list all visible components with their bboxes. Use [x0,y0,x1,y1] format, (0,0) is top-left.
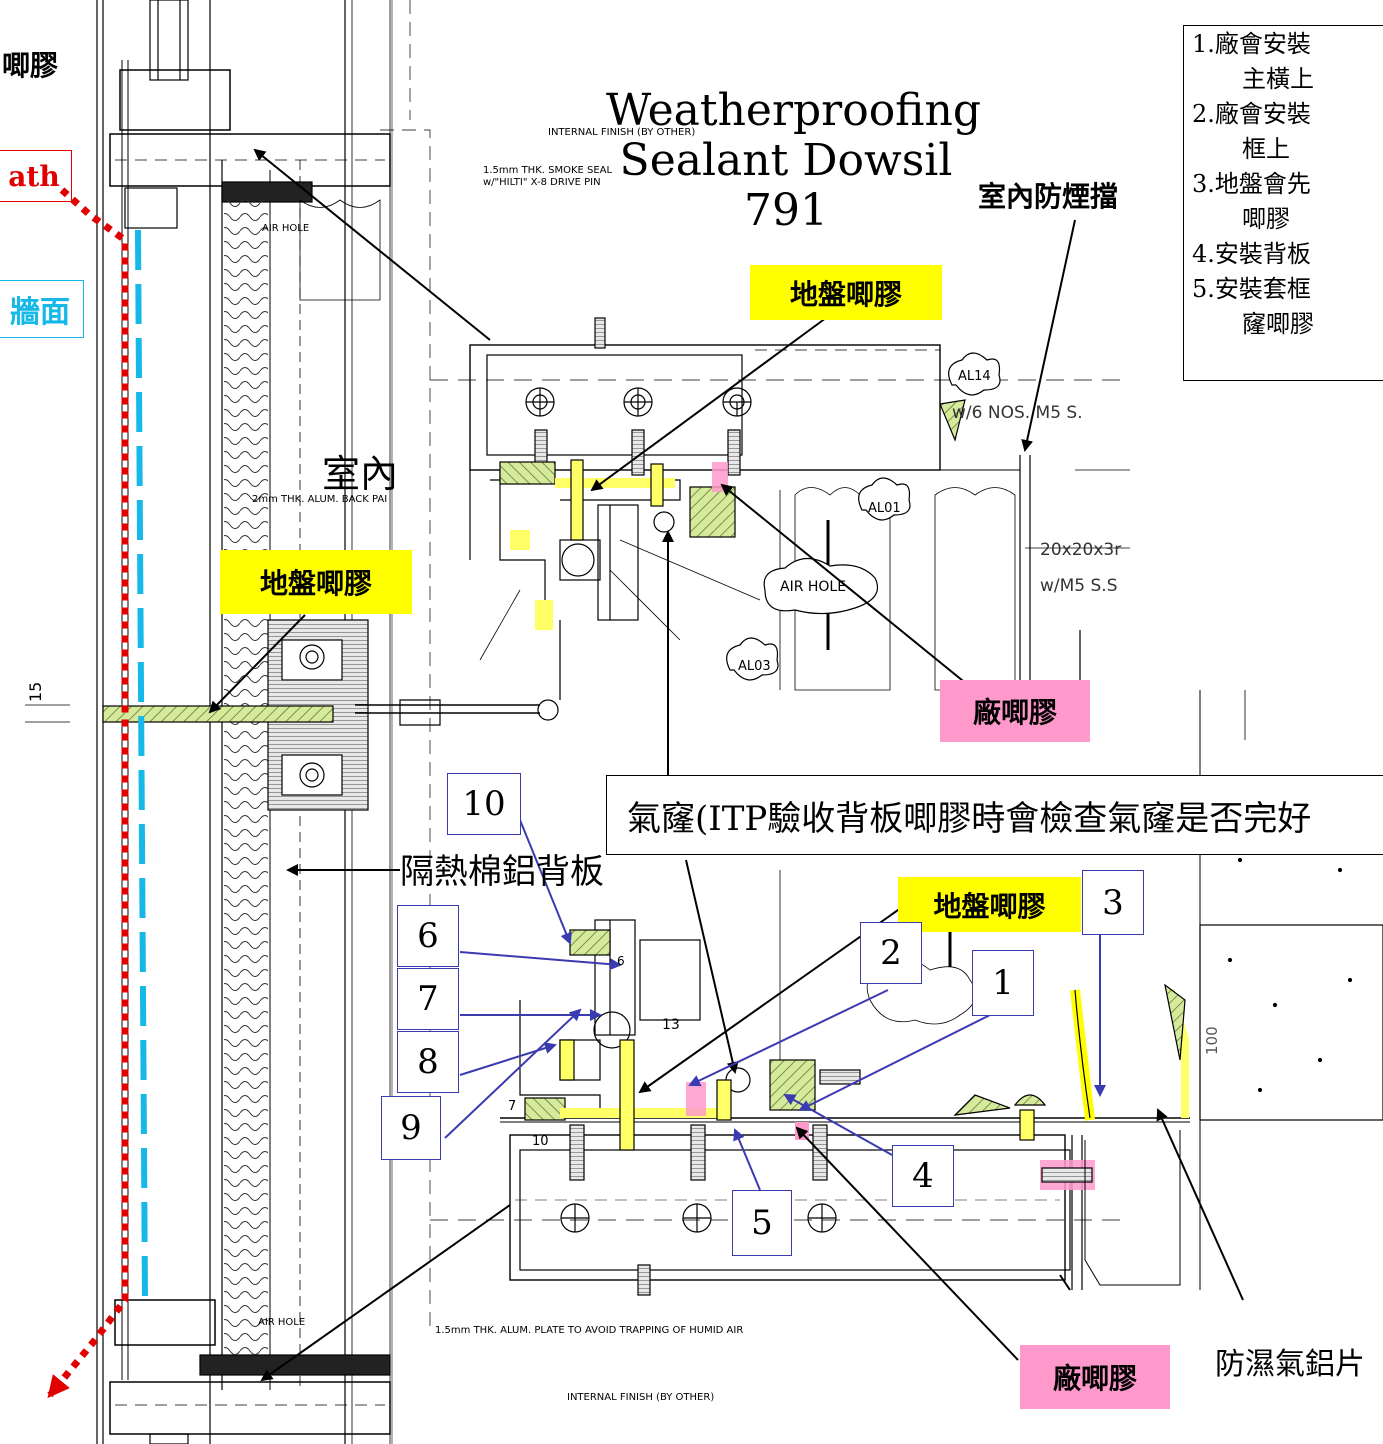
path-label-box: ath [0,150,72,202]
note-line: 唧膠 [1242,205,1290,233]
weatherproofing-line-2: Sealant Dowsil [619,135,953,186]
dim-15: 15 [26,681,45,702]
tag-al14: AL14 [958,369,991,384]
moisture-foil-label: 防濕氣鋁片 [1215,1347,1365,1382]
internal-finish-bottom: INTERNAL FINISH (BY OTHER) [567,1392,715,1403]
note-line: 框上 [1242,135,1290,163]
weatherproofing-line-3: 791 [744,185,828,236]
glass-line [135,229,148,1301]
installation-notes: 1.廠會安裝主橫上 2.廠會安裝框上 3.地盤會先唧膠 4.安裝背板 5.安裝套框窿唧膠 [1183,25,1383,381]
indoor-smoke-barrier-label: 室內防煙擋 [978,180,1119,213]
angle-note-2: w/M5 S.S [1040,576,1118,596]
weatherproofing-label: Weatherproofing Sealant Dowsil 791 [606,85,982,236]
dim-13: 13 [662,1017,680,1033]
air-hole-tag: AIR HOLE [262,223,310,234]
callout-8: 8 [397,1031,459,1093]
air-hole-tag-2: AIR HOLE [780,579,847,595]
facade-vertical-section [25,0,559,1444]
insulation-backpanel-label: 隔熱棉鋁背板 [400,852,604,892]
note-line: 1.廠會安裝 [1192,30,1311,58]
indoor-label: 室內 [322,452,399,496]
dim-10: 10 [532,1134,549,1149]
note-line: 主橫上 [1242,65,1314,93]
air-void-note-box: 氣窿(ITP驗收背板唧膠時會檢查氣窿是否完好 [606,775,1383,855]
factory-sealant-label-bottom: 廠唧膠 [1020,1345,1170,1409]
screws-note: w/6 NOS. M5 S. [952,403,1083,423]
dim-6: 6 [617,954,625,968]
air-hole-bottom: AIR HOLE [258,1317,306,1328]
note-line: 2.廠會安裝 [1192,100,1311,128]
callout-3: 3 [1082,870,1144,935]
dim-100: 100 [1203,1026,1221,1055]
callout-2: 2 [860,922,922,984]
site-sealant-label-bottom: 地盤唧膠 [898,877,1081,932]
callout-6: 6 [397,905,459,967]
callout-5: 5 [732,1190,792,1256]
site-sealant-label-left: 地盤唧膠 [220,550,412,614]
drainage-path [47,187,129,1399]
smoke-seal-note-1: 1.5mm THK. SMOKE SEAL [483,165,613,176]
alum-plate-note: 1.5mm THK. ALUM. PLATE TO AVOID TRAPPING… [435,1325,744,1336]
weatherproofing-line-1: Weatherproofing [606,85,982,136]
facade-label-box: 牆面 [0,280,84,338]
callout-arrows [444,819,1106,1191]
transom-detail-top [430,317,1130,700]
factory-sealant-label-top: 廠唧膠 [940,680,1090,742]
note-line: 窿唧膠 [1242,310,1314,338]
dim-7: 7 [508,1099,517,1114]
callout-4: 4 [892,1145,954,1207]
callout-1: 1 [972,950,1034,1016]
sealant-label-top-left: 唧膠 [2,49,59,82]
path-label: ath [8,159,60,193]
angle-note-1: 20x20x3r [1040,540,1122,560]
back-panel-note: 2mm THK. ALUM. BACK PAI [252,494,388,505]
callout-7: 7 [397,968,459,1030]
air-void-note: 氣窿(ITP驗收背板唧膠時會檢查氣窿是否完好 [627,798,1312,839]
facade-face-label: 牆面 [10,295,70,330]
note-line: 3.地盤會先 [1192,170,1311,198]
callout-10: 10 [447,773,521,835]
tag-al01: AL01 [868,501,901,516]
note-line: 4.安裝背板 [1192,240,1311,268]
smoke-seal-note-2: w/"HILTI" X-8 DRIVE PIN [483,177,601,188]
note-line: 5.安裝套框 [1192,275,1311,303]
callout-9: 9 [381,1096,441,1160]
site-sealant-label-top: 地盤唧膠 [750,265,942,320]
internal-finish-top: INTERNAL FINISH (BY OTHER) [548,127,696,138]
tag-al03: AL03 [738,659,771,674]
